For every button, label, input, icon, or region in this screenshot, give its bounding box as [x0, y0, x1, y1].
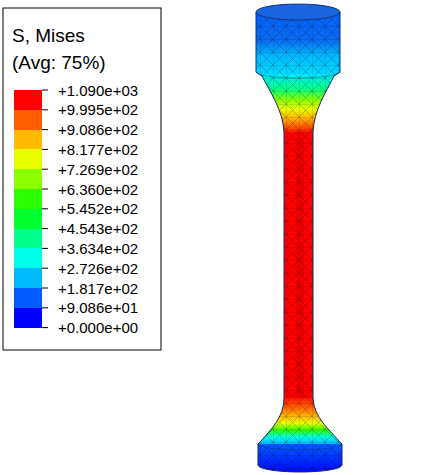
- legend-value: +6.360e+02: [58, 182, 138, 197]
- legend-swatch: [14, 288, 42, 308]
- legend-value: +5.452e+02: [58, 201, 138, 216]
- legend-swatch: [14, 130, 42, 150]
- legend-value: +3.634e+02: [58, 241, 138, 256]
- legend-value: +8.177e+02: [58, 142, 138, 157]
- dogbone-specimen: [250, 0, 350, 475]
- legend-swatch: [14, 189, 42, 209]
- legend-heading: S, Mises: [12, 26, 85, 45]
- legend-swatch: [14, 229, 42, 249]
- legend-swatch: [14, 149, 42, 169]
- legend-tick: [42, 90, 48, 91]
- specimen-outline: [256, 12, 342, 472]
- legend-swatch: [14, 90, 42, 110]
- legend-value: +0.000e+00: [58, 320, 138, 335]
- legend-tick: [42, 288, 48, 289]
- legend-tick: [42, 129, 48, 130]
- legend-tick: [42, 189, 48, 190]
- grip-end-face: [256, 4, 340, 20]
- legend-tick: [42, 169, 48, 170]
- legend-frame: [3, 8, 161, 350]
- legend-tick: [42, 109, 48, 110]
- legend-value: +9.086e+01: [58, 300, 138, 315]
- legend-swatch: [14, 110, 42, 130]
- legend-value: +1.090e+03: [58, 83, 138, 98]
- legend-tick: [42, 228, 48, 229]
- shoulder-edge: [256, 72, 342, 450]
- legend-tick: [42, 327, 48, 328]
- legend-value: +1.817e+02: [58, 281, 138, 296]
- legend-value: +7.269e+02: [58, 162, 138, 177]
- legend-value: +2.726e+02: [58, 261, 138, 276]
- legend-heading: (Avg: 75%): [12, 53, 106, 72]
- legend-swatch: [14, 169, 42, 189]
- legend-swatch: [14, 248, 42, 268]
- legend-value: +9.995e+02: [58, 102, 138, 117]
- legend-value: +4.543e+02: [58, 221, 138, 236]
- legend-tick: [42, 248, 48, 249]
- legend-value: +9.086e+02: [58, 122, 138, 137]
- legend-swatch: [14, 209, 42, 229]
- legend-tick: [42, 149, 48, 150]
- legend-swatch: [14, 308, 42, 328]
- legend-tick: [42, 208, 48, 209]
- legend-tick: [42, 268, 48, 269]
- legend-tick: [42, 307, 48, 308]
- legend-swatch: [14, 268, 42, 288]
